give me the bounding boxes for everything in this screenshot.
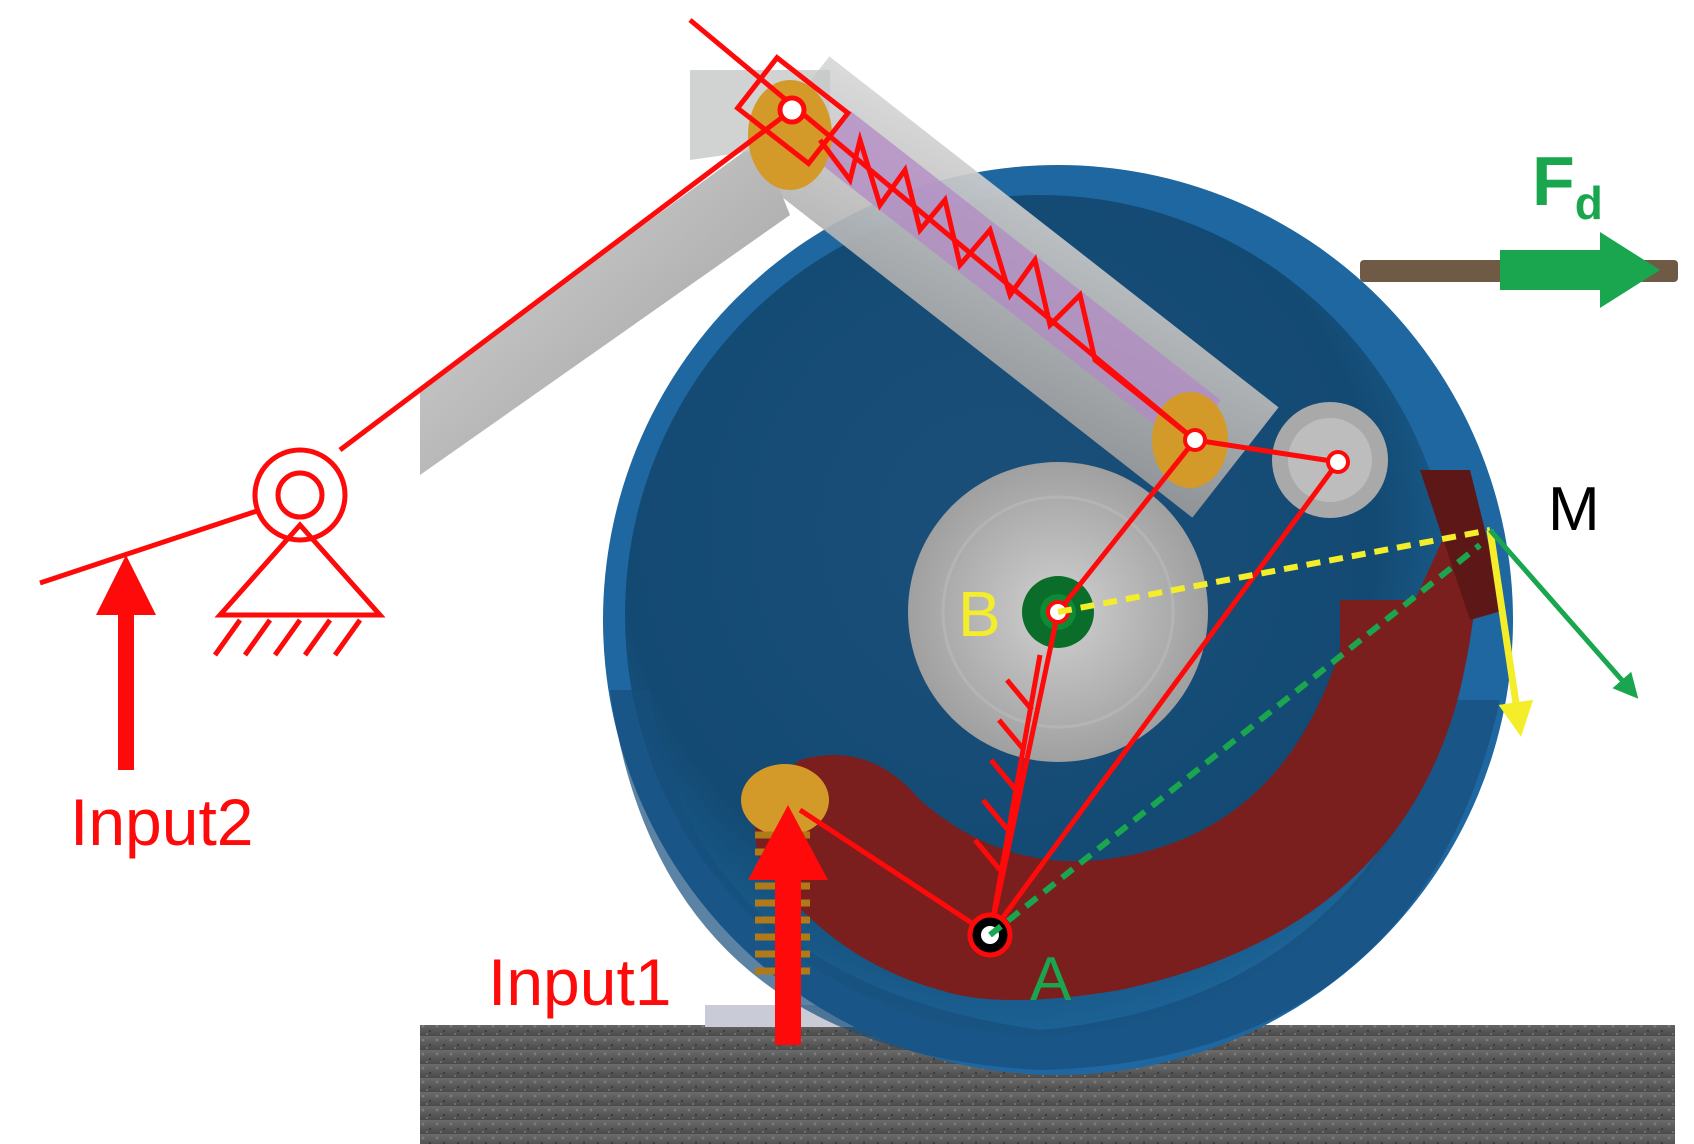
input2-arrow — [96, 555, 156, 770]
moment-label: M — [1548, 475, 1600, 544]
point-a-label: A — [1030, 945, 1072, 1014]
force-label: Fd — [1532, 142, 1603, 229]
shoe-tip — [1420, 470, 1505, 620]
input1-label: Input1 — [488, 945, 672, 1019]
brake-shoe — [755, 480, 1478, 1000]
input1-arrow — [748, 805, 828, 1045]
point-b-label: B — [958, 578, 1001, 650]
force-main: F — [1532, 142, 1575, 220]
spring-zigzag — [818, 130, 1197, 442]
friction-force-arrow — [1488, 528, 1639, 699]
input2-label: Input2 — [70, 785, 254, 859]
joint-roller — [1326, 450, 1350, 474]
ground-pivot-icon — [212, 447, 386, 657]
bolt-bottom — [741, 764, 829, 836]
normal-force-arrow — [1486, 529, 1534, 737]
slider-block-icon — [734, 54, 852, 168]
kinematic-sketch — [39, 18, 1341, 938]
moment-arm-a — [988, 542, 1482, 938]
force-subscript: d — [1575, 177, 1603, 229]
joint-top — [1183, 428, 1207, 452]
moment-arm-b — [1057, 527, 1491, 615]
fd-arrow — [1500, 232, 1660, 308]
lever-bar — [420, 140, 790, 475]
